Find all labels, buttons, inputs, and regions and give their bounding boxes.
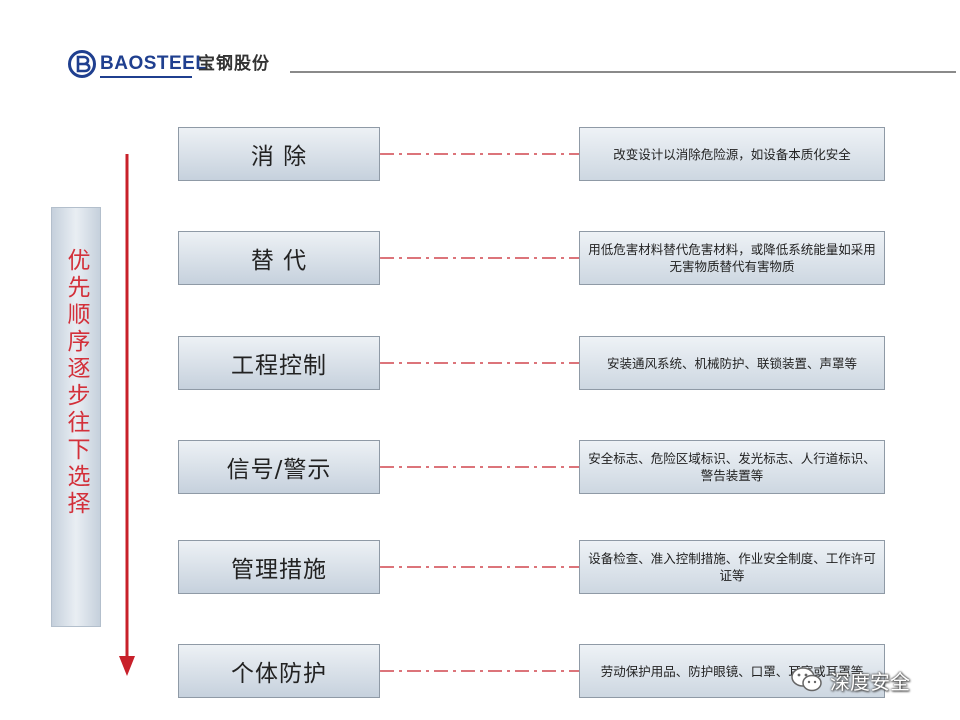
- connector-line: [380, 670, 579, 672]
- brand-name-chinese: 宝钢股份: [198, 54, 270, 74]
- description-elimination: 改变设计以消除危险源，如设备本质化安全: [579, 127, 885, 181]
- header: BAOSTEEL 宝钢股份: [0, 0, 960, 100]
- connector-line: [380, 362, 579, 364]
- level-substitution: 替 代: [178, 231, 380, 285]
- description-signal-warning: 安全标志、危险区域标识、发光标志、人行道标识、警告装置等: [579, 440, 885, 494]
- brand-name-english: BAOSTEEL: [100, 53, 208, 74]
- watermark: 深度安全: [790, 660, 940, 700]
- description-substitution: 用低危害材料替代危害材料，或降低系统能量如采用无害物质替代有害物质: [579, 231, 885, 285]
- watermark-text: 深度安全: [830, 669, 910, 694]
- level-personal-protection: 个体防护: [178, 644, 380, 698]
- wechat-icon: [791, 667, 822, 692]
- description-personal-protection: 劳动保护用品、防护眼镜、口罩、耳塞或耳罩等: [579, 644, 885, 698]
- connector-line: [380, 566, 579, 568]
- connector-line: [380, 466, 579, 468]
- level-management-measures: 管理措施: [178, 540, 380, 594]
- description-management-measures: 设备检查、准入控制措施、作业安全制度、工作许可证等: [579, 540, 885, 594]
- connector-line: [380, 257, 579, 259]
- level-signal-warning: 信号/警示: [178, 440, 380, 494]
- brand-underline: [100, 76, 192, 78]
- priority-label-text: 优先顺序逐步往下选择: [63, 248, 89, 518]
- description-engineering-control: 安装通风系统、机械防护、联锁装置、声罩等: [579, 336, 885, 390]
- priority-down-arrow-icon: [119, 154, 135, 676]
- connector-line: [380, 153, 579, 155]
- priority-label-box: 优先顺序逐步往下选择: [51, 207, 101, 627]
- header-divider: [290, 71, 956, 73]
- level-elimination: 消 除: [178, 127, 380, 181]
- baosteel-logo-icon: [68, 50, 96, 78]
- level-engineering-control: 工程控制: [178, 336, 380, 390]
